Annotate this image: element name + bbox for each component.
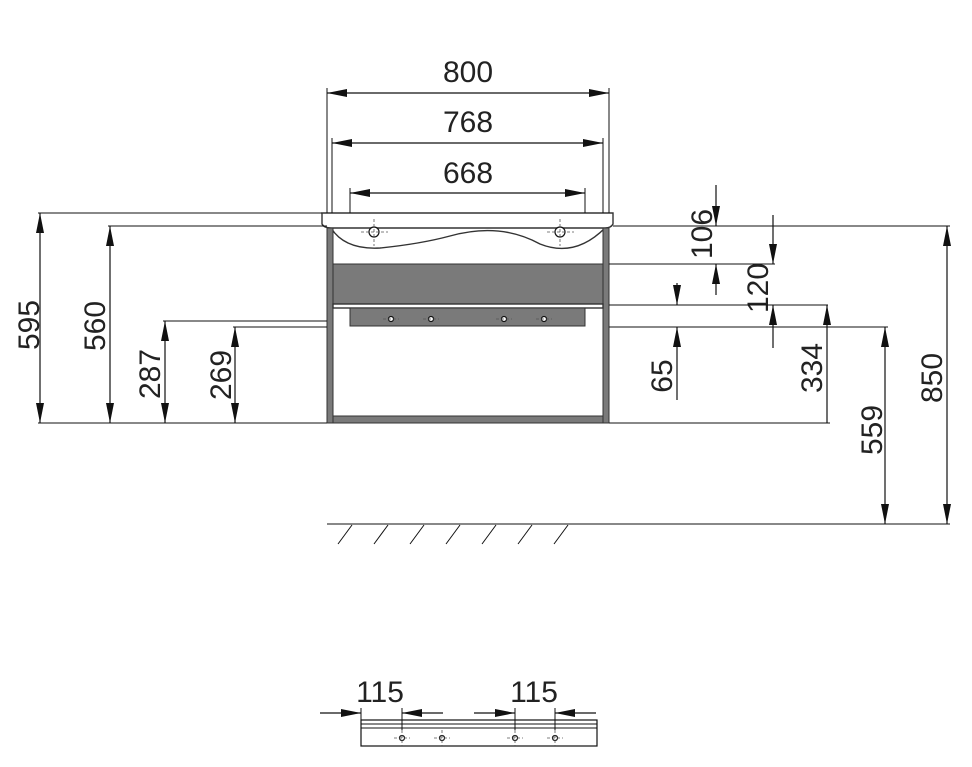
label-560: 560 xyxy=(79,301,112,351)
label-595: 595 xyxy=(13,300,46,350)
label-269: 269 xyxy=(205,350,238,400)
label-287: 287 xyxy=(134,349,167,399)
label-115-right: 115 xyxy=(510,676,558,709)
label-65: 65 xyxy=(646,359,679,392)
shelf-rail xyxy=(332,303,604,309)
dim-65: 65 xyxy=(609,283,828,400)
cabinet xyxy=(321,212,614,424)
label-115-left: 115 xyxy=(356,676,404,709)
floor xyxy=(327,523,950,545)
label-334: 334 xyxy=(796,343,829,393)
label-668: 668 xyxy=(443,157,493,190)
dim-800: 800 xyxy=(326,56,610,213)
dim-287: 287 xyxy=(134,320,327,423)
label-120: 120 xyxy=(742,263,775,313)
dim-768: 768 xyxy=(331,106,604,213)
towel-bar xyxy=(349,307,586,327)
left-leg xyxy=(326,227,334,424)
drawer-front xyxy=(332,263,604,305)
label-850: 850 xyxy=(916,353,949,403)
label-768: 768 xyxy=(443,106,493,139)
right-leg xyxy=(602,227,610,424)
dim-668: 668 xyxy=(349,157,586,213)
dim-595: 595 xyxy=(13,212,327,424)
towel-bar-detail: 115 115 xyxy=(320,676,598,747)
label-106: 106 xyxy=(686,209,719,259)
basin-top xyxy=(321,212,614,229)
label-800: 800 xyxy=(443,56,493,89)
dim-560: 560 xyxy=(79,225,327,423)
basin-wave xyxy=(330,227,606,250)
dim-334: 334 xyxy=(609,305,831,424)
label-559: 559 xyxy=(856,405,889,455)
dim-106: 106 xyxy=(613,185,720,295)
dim-850: 850 xyxy=(613,225,951,524)
towel-bar-fixings xyxy=(383,315,552,323)
bottom-bar xyxy=(332,415,604,424)
dim-269: 269 xyxy=(205,326,327,423)
dim-559: 559 xyxy=(609,326,889,524)
